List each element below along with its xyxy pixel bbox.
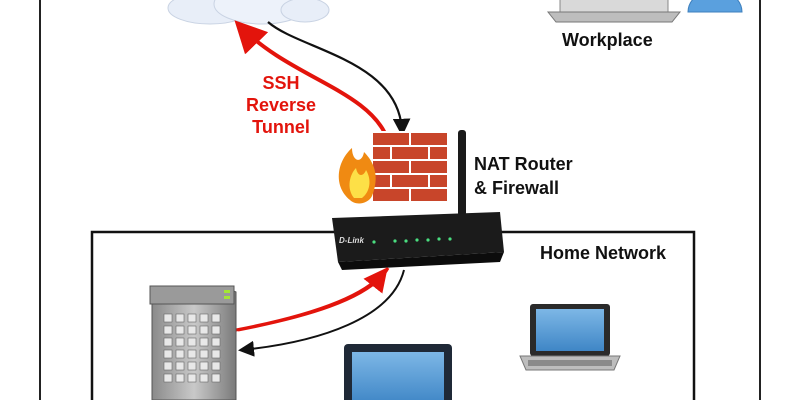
flame-icon [338,148,376,204]
tunnel-arrow-to-router [237,267,390,332]
laptop-icon [519,304,621,371]
globe-icon [687,0,743,13]
return-arrow [238,269,405,357]
router-label-line2: & Firewall [474,178,560,198]
ssh-label-line2: Reverse [245,95,317,115]
router-icon [332,212,504,270]
monitor-icon [344,344,452,405]
home-network-label: Home Network [540,243,667,263]
router-label: NAT Router & Firewall [474,152,573,200]
cloud-icon [167,0,330,25]
ssh-reverse-tunnel-label: SSH Reverse Tunnel [226,72,336,138]
ssh-tunnel-arrow [234,20,390,141]
outbound-arrow [267,21,411,137]
workplace-label: Workplace [562,30,653,50]
tunnel-arrow-up [235,267,388,332]
ssh-label-line3: Tunnel [252,117,310,137]
router-label-line1: NAT Router [474,154,573,174]
router-antenna [458,130,466,216]
laptop-icon [546,0,682,23]
server-icon [149,285,237,401]
router-brand-logo: D-Link [339,236,364,245]
ssh-label-line1: SSH [262,73,300,93]
firewall-icon [371,131,449,203]
